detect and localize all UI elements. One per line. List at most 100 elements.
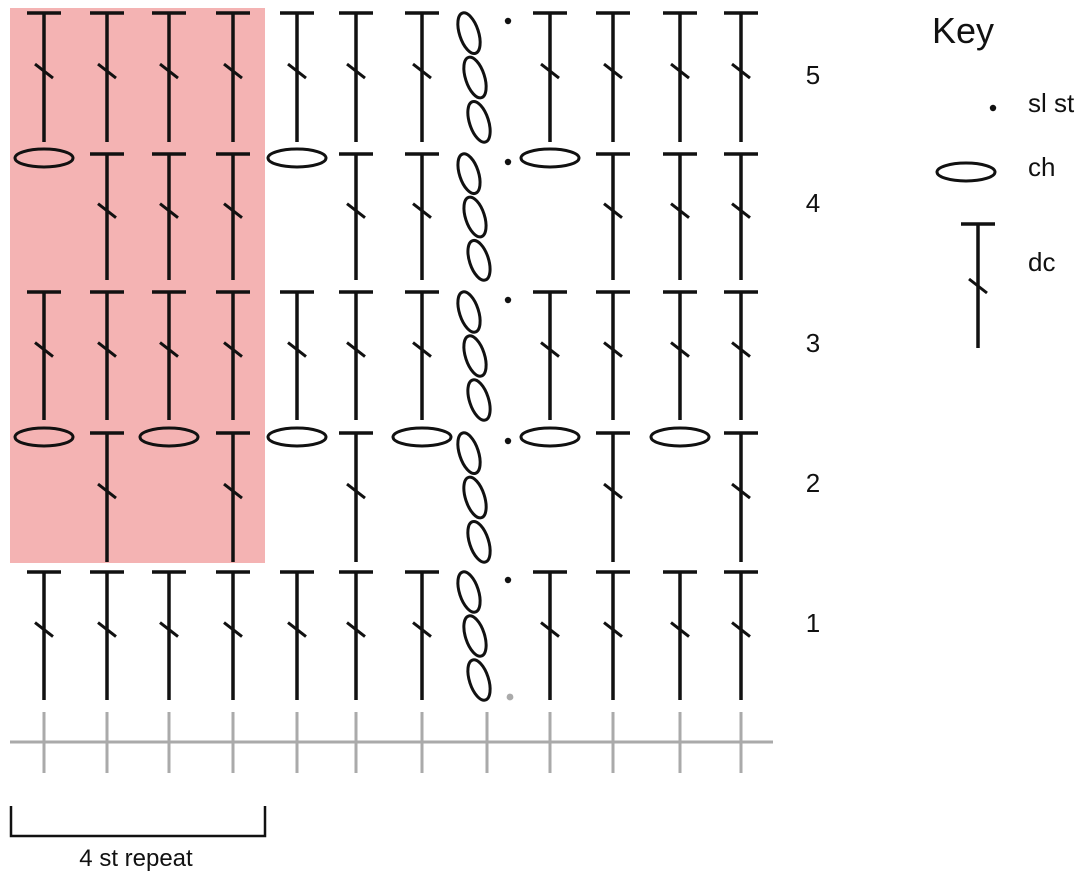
turn-chain-loop	[462, 55, 488, 100]
chain-stitch	[649, 426, 711, 448]
turn-chain-loop	[466, 238, 492, 282]
chain-stitch	[391, 426, 453, 448]
dc-stitch	[724, 290, 758, 420]
dc-stitch	[724, 11, 758, 142]
dc-stitch	[724, 570, 758, 700]
dc-crossbar	[223, 341, 243, 358]
turn-chain-loop	[462, 614, 488, 658]
dc-stitch	[663, 152, 697, 280]
dc-stitch	[533, 11, 567, 142]
dc-crossbar	[34, 621, 54, 638]
dc-crossbar	[540, 62, 560, 80]
turn-chain-loop	[462, 475, 488, 520]
dc-crossbar	[223, 202, 243, 219]
dc-crossbar	[97, 341, 117, 358]
dc-crossbar	[670, 341, 690, 358]
dc-stitch	[405, 11, 439, 142]
dc-stitch	[339, 152, 373, 280]
dc-crossbar	[97, 62, 117, 80]
dc-crossbar	[412, 202, 432, 219]
dc-crossbar	[412, 621, 432, 638]
chain-stitch	[13, 426, 75, 448]
turn-chain-loop	[462, 334, 488, 378]
chain-stitch	[519, 147, 581, 169]
dc-crossbar	[603, 621, 623, 638]
row-number: 2	[806, 468, 820, 498]
dc-stitch	[724, 152, 758, 280]
key-item-label: dc	[1028, 247, 1055, 277]
dc-stitch	[596, 11, 630, 142]
dc-crossbar	[540, 341, 560, 358]
key-title: Key	[932, 10, 994, 51]
dc-stitch	[405, 152, 439, 280]
dc-crossbar	[159, 621, 179, 638]
dc-stitch	[596, 570, 630, 700]
dc-stitch	[596, 431, 630, 562]
chain-stitch	[266, 426, 328, 448]
dc-crossbar	[731, 482, 751, 500]
dc-stitch	[27, 11, 61, 142]
dc-stitch	[152, 570, 186, 700]
slip-stitch	[504, 158, 512, 166]
dc-crossbar	[603, 202, 623, 219]
dc-crossbar	[346, 62, 366, 80]
dc-crossbar	[287, 62, 307, 80]
dc-crossbar	[97, 202, 117, 219]
row-number: 1	[806, 608, 820, 638]
dc-stitch	[663, 11, 697, 142]
turning-chain	[456, 290, 492, 422]
dc-stitch	[216, 11, 250, 142]
row-number: 4	[806, 188, 820, 218]
chain-stitch	[266, 147, 328, 169]
repeat-bracket: 4 st repeat	[9, 806, 267, 872]
dc-crossbar	[97, 621, 117, 638]
dc-crossbar	[603, 341, 623, 358]
key-item-label: sl st	[1028, 88, 1075, 118]
dc-stitch	[280, 11, 314, 142]
dc-stitch	[216, 152, 250, 280]
turn-chain-loop	[456, 570, 482, 614]
key-item-dc: dc	[961, 222, 1055, 348]
dc-stitch	[533, 570, 567, 700]
dc-stitch	[152, 152, 186, 280]
slip-stitch	[504, 437, 512, 445]
dc-stitch	[216, 431, 250, 562]
repeat-bracket-line	[9, 806, 267, 838]
turning-chain	[456, 152, 492, 282]
slip-stitch	[504, 17, 512, 25]
dc-crossbar	[412, 62, 432, 80]
dc-stitch	[724, 431, 758, 562]
dc-stitch	[216, 290, 250, 420]
dc-crossbar	[346, 341, 366, 358]
dc-crossbar	[287, 621, 307, 638]
dc-crossbar	[223, 62, 243, 80]
dc-stitch	[339, 431, 373, 562]
turn-chain-loop	[456, 11, 482, 56]
dc-crossbar	[670, 62, 690, 80]
dc-stitch	[339, 11, 373, 142]
chain-symbol	[935, 161, 997, 183]
dc-crossbar	[731, 202, 751, 219]
dc-stitch	[90, 431, 124, 562]
dc-crossbar	[731, 62, 751, 80]
dc-crossbar	[287, 341, 307, 358]
dc-crossbar	[346, 621, 366, 638]
dc-crossbar	[34, 62, 54, 80]
dc-stitch	[663, 290, 697, 420]
dc-stitch	[280, 570, 314, 700]
dc-stitch	[596, 152, 630, 280]
dc-crossbar	[346, 482, 366, 500]
chain-stitch	[138, 426, 200, 448]
repeat-label: 4 st repeat	[79, 845, 193, 872]
dc-crossbar	[603, 482, 623, 500]
slip-stitch	[504, 296, 512, 304]
dc-symbol-crossbar	[968, 277, 988, 295]
turning-chain	[456, 11, 492, 144]
dc-stitch	[152, 290, 186, 420]
dc-crossbar	[159, 62, 179, 80]
dc-stitch	[90, 570, 124, 700]
dc-stitch	[152, 11, 186, 142]
dc-crossbar	[223, 621, 243, 638]
dc-stitch	[90, 152, 124, 280]
turn-chain-loop	[466, 99, 492, 144]
